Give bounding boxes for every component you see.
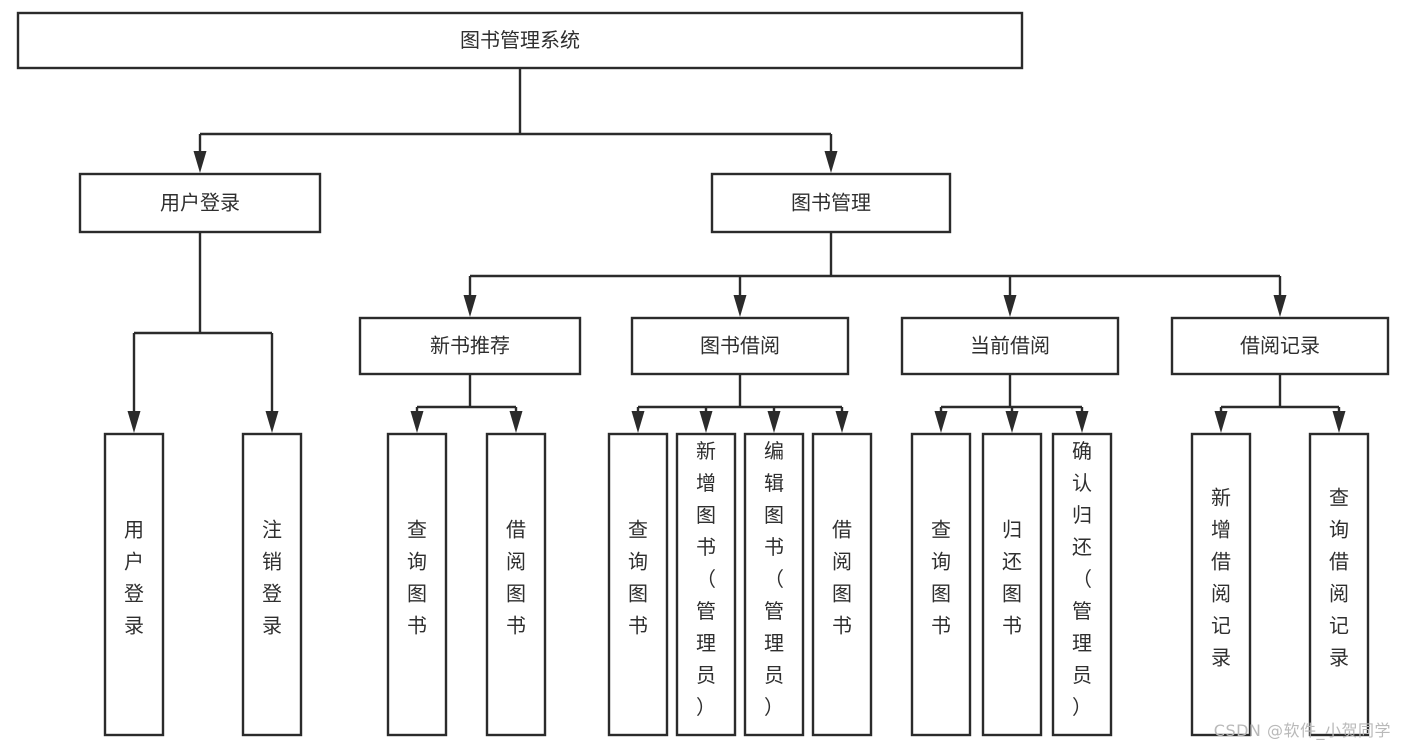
node-box-leaf-logout[interactable] — [241, 432, 303, 737]
node-leaf-query-book-2[interactable]: 查询图书 — [607, 432, 669, 737]
edge-group-book-manage — [463, 232, 1287, 317]
node-leaf-logout[interactable]: 注销登录 — [241, 432, 303, 737]
node-leaf-borrow-book-2[interactable]: 借阅图书 — [811, 432, 873, 737]
node-leaf-query-record[interactable]: 查询借阅记录 — [1308, 432, 1370, 737]
node-label-user-login: 用户登录 — [160, 191, 240, 215]
csdn-watermark: CSDN @软件_小贺同学 — [1213, 721, 1391, 740]
node-label-leaf-add-record: 新增借阅记录 — [1211, 486, 1231, 670]
node-label-leaf-edit-book: 编辑图书（管理员） — [764, 439, 784, 719]
edge-group-borrow-record — [1214, 374, 1346, 433]
edges-layer — [127, 68, 1346, 433]
node-box-leaf-query-book-2[interactable] — [607, 432, 669, 737]
node-leaf-edit-book[interactable]: 编辑图书（管理员） — [743, 432, 805, 737]
node-leaf-query-book-1[interactable]: 查询图书 — [386, 432, 448, 737]
node-leaf-user-login[interactable]: 用户登录 — [103, 432, 165, 737]
node-label-leaf-borrow-book-2: 借阅图书 — [832, 518, 852, 638]
node-label-borrow-record: 借阅记录 — [1240, 334, 1320, 358]
node-label-book-borrow: 图书借阅 — [700, 334, 780, 358]
node-box-book-borrow[interactable] — [630, 316, 850, 376]
node-label-leaf-query-book-1: 查询图书 — [407, 518, 427, 638]
node-label-leaf-query-book-3: 查询图书 — [931, 518, 951, 638]
node-box-leaf-add-record[interactable] — [1190, 432, 1252, 737]
edge-group-root — [193, 68, 838, 173]
node-leaf-query-book-3[interactable]: 查询图书 — [910, 432, 972, 737]
node-leaf-confirm-return[interactable]: 确认归还（管理员） — [1051, 432, 1113, 737]
node-box-leaf-borrow-book-1[interactable] — [485, 432, 547, 737]
node-box-leaf-user-login[interactable] — [103, 432, 165, 737]
node-label-leaf-return-book: 归还图书 — [1002, 518, 1022, 638]
node-leaf-add-record[interactable]: 新增借阅记录 — [1190, 432, 1252, 737]
node-box-leaf-add-book[interactable] — [675, 432, 737, 737]
node-label-leaf-borrow-book-1: 借阅图书 — [506, 518, 526, 638]
node-new-book-rec[interactable]: 新书推荐 — [358, 316, 582, 376]
node-box-leaf-edit-book[interactable] — [743, 432, 805, 737]
node-label-leaf-query-record: 查询借阅记录 — [1329, 486, 1349, 670]
node-box-current-borrow[interactable] — [900, 316, 1120, 376]
node-borrow-record[interactable]: 借阅记录 — [1170, 316, 1390, 376]
node-label-new-book-rec: 新书推荐 — [430, 334, 510, 358]
node-label-leaf-add-book: 新增图书（管理员） — [696, 439, 716, 719]
edge-group-user-login — [127, 232, 279, 433]
node-user-login[interactable]: 用户登录 — [78, 172, 322, 234]
edge-group-new-book-rec — [410, 374, 523, 433]
node-leaf-return-book[interactable]: 归还图书 — [981, 432, 1043, 737]
node-root[interactable]: 图书管理系统 — [16, 11, 1024, 70]
node-leaf-add-book[interactable]: 新增图书（管理员） — [675, 432, 737, 737]
node-box-root[interactable] — [16, 11, 1024, 70]
node-box-book-manage[interactable] — [710, 172, 952, 234]
edge-group-book-borrow — [631, 374, 849, 433]
node-box-leaf-borrow-book-2[interactable] — [811, 432, 873, 737]
node-box-user-login[interactable] — [78, 172, 322, 234]
node-box-leaf-return-book[interactable] — [981, 432, 1043, 737]
node-box-borrow-record[interactable] — [1170, 316, 1390, 376]
node-label-current-borrow: 当前借阅 — [970, 334, 1050, 358]
node-box-leaf-query-book-3[interactable] — [910, 432, 972, 737]
node-label-book-manage: 图书管理 — [791, 191, 871, 215]
node-current-borrow[interactable]: 当前借阅 — [900, 316, 1120, 376]
node-box-leaf-query-record[interactable] — [1308, 432, 1370, 737]
node-label-leaf-confirm-return: 确认归还（管理员） — [1072, 439, 1092, 719]
edge-group-current-borrow — [934, 374, 1089, 433]
node-book-borrow[interactable]: 图书借阅 — [630, 316, 850, 376]
node-label-leaf-logout: 注销登录 — [262, 518, 282, 638]
node-box-leaf-query-book-1[interactable] — [386, 432, 448, 737]
node-box-new-book-rec[interactable] — [358, 316, 582, 376]
node-label-root: 图书管理系统 — [460, 28, 580, 52]
node-label-leaf-query-book-2: 查询图书 — [628, 518, 648, 638]
node-leaf-borrow-book-1[interactable]: 借阅图书 — [485, 432, 547, 737]
node-box-leaf-confirm-return[interactable] — [1051, 432, 1113, 737]
node-label-leaf-user-login: 用户登录 — [124, 518, 144, 638]
node-book-manage[interactable]: 图书管理 — [710, 172, 952, 234]
nodes-layer: 图书管理系统用户登录图书管理新书推荐图书借阅当前借阅借阅记录用户登录注销登录查询… — [16, 11, 1390, 737]
